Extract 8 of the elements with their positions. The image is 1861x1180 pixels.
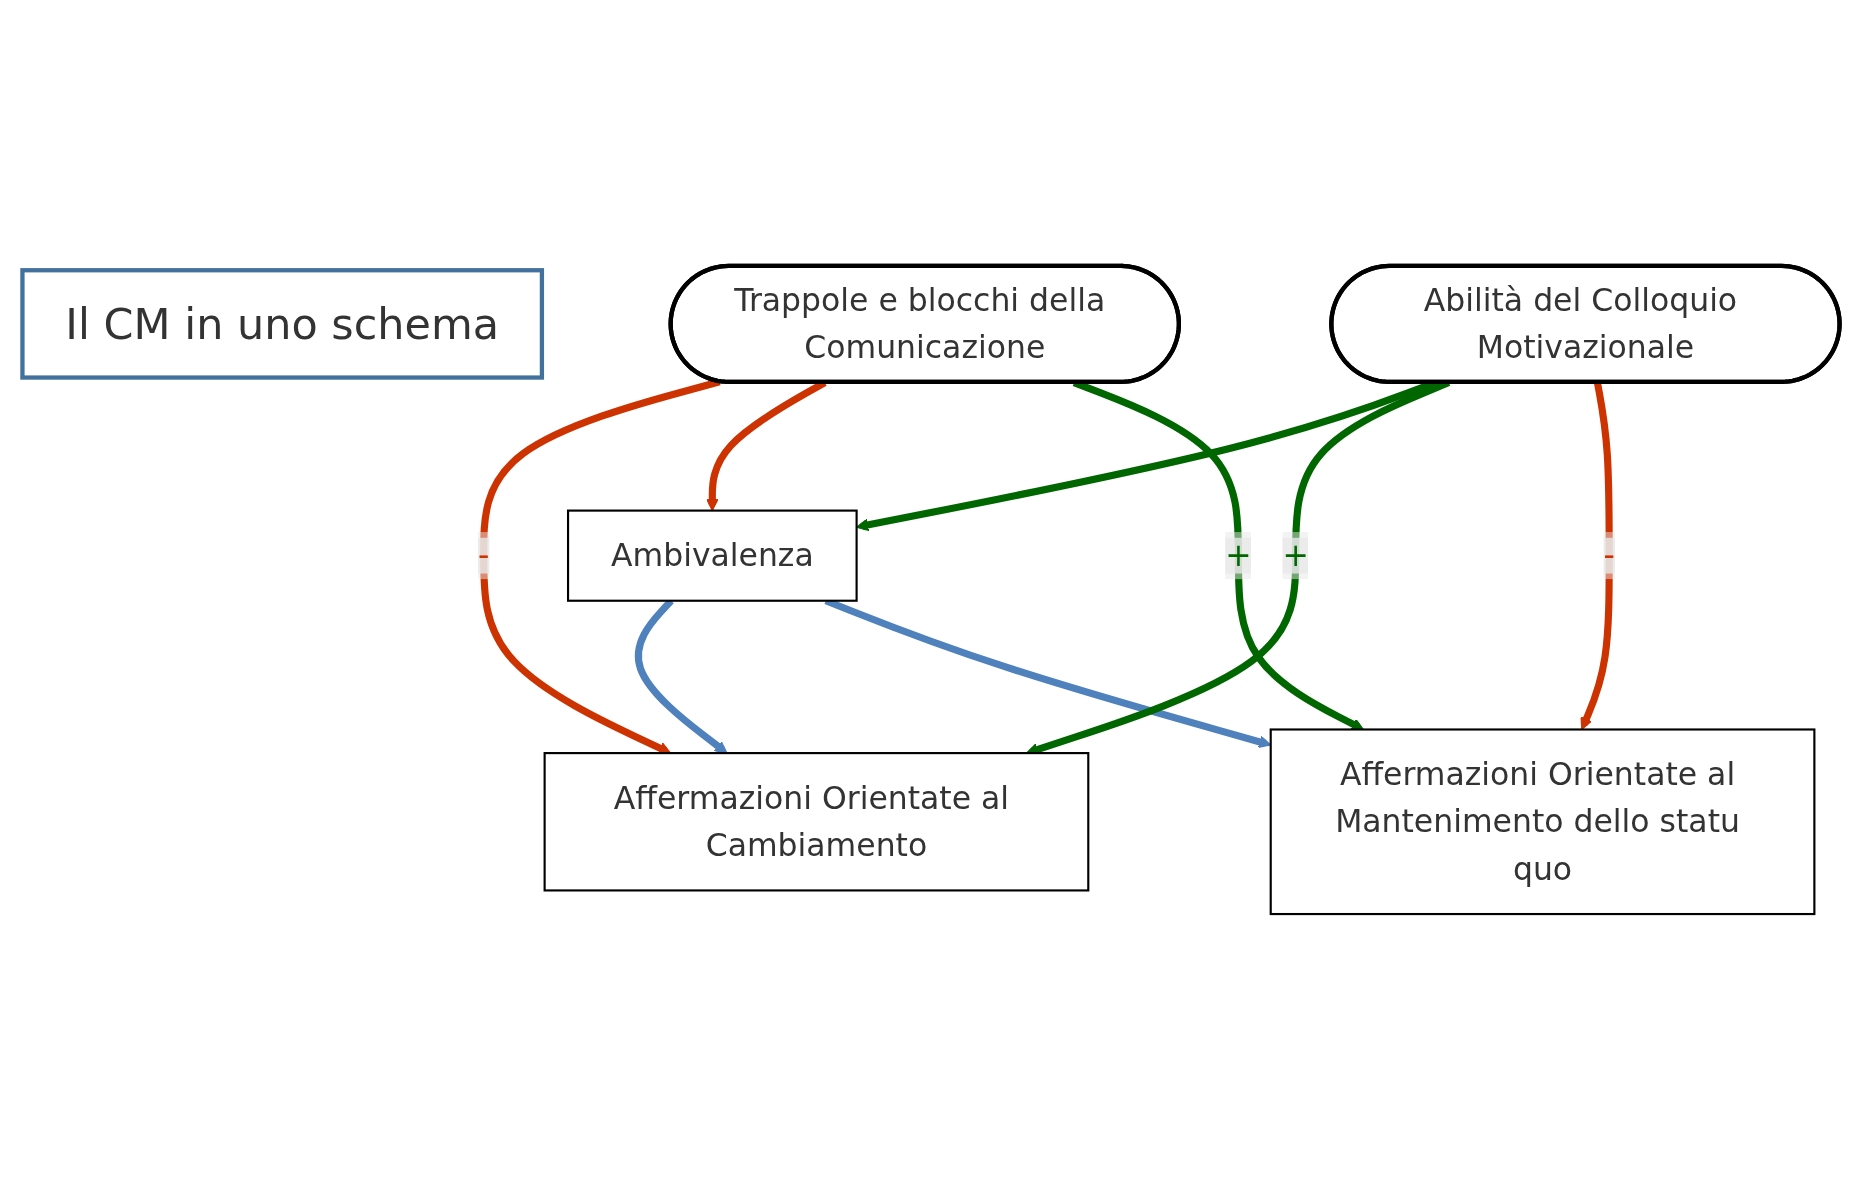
edge-label: - <box>1603 537 1615 574</box>
edge-label: + <box>1224 537 1252 574</box>
node-box: Il CM in uno schema <box>19 268 544 380</box>
node-box: Ambivalenza <box>566 509 858 602</box>
edge-label: + <box>1281 537 1309 574</box>
node-box: Affermazioni Orientate al Cambiamento <box>543 752 1089 892</box>
edge-label: - <box>477 537 489 574</box>
node-box: Affermazioni Orientate al Mantenimento dello statu quo <box>1269 728 1815 916</box>
